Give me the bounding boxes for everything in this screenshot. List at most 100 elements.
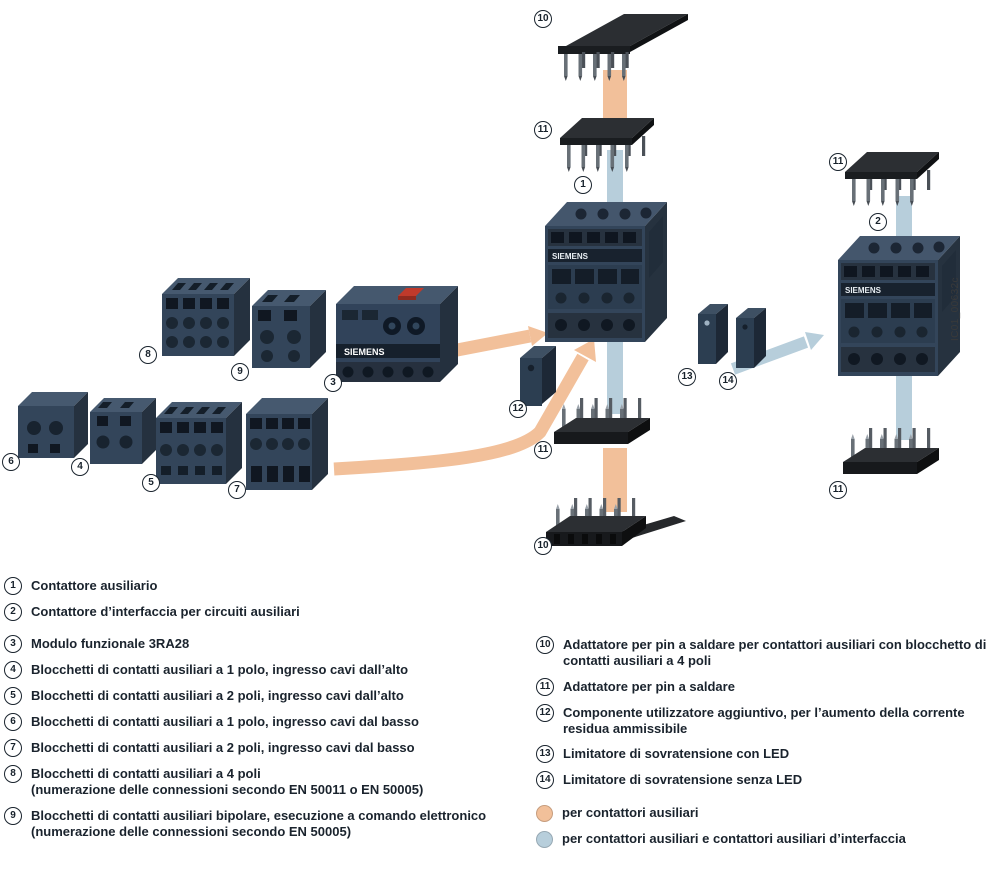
callout-4: 4	[71, 458, 89, 476]
legend-text-2: Contattore d’interfaccia per circuiti au…	[31, 604, 300, 620]
callout-10-bottom: 10	[534, 537, 552, 555]
connection-bands	[603, 70, 912, 512]
callout-1: 1	[574, 176, 592, 194]
peach-arrow-upper	[450, 329, 532, 358]
legend-line: Modulo funzionale 3RA28	[31, 636, 190, 651]
callout-10-top: 10	[534, 10, 552, 28]
legend-badge-7: 7	[4, 739, 22, 757]
legend-badge-8: 8	[4, 765, 22, 783]
legend-item-11: 11 Adattatore per pin a saldare	[536, 677, 996, 696]
callout-11-right-bot: 11	[829, 481, 847, 499]
legend-line: Blocchetti di contatti ausiliari bipolar…	[31, 807, 487, 823]
legend-text-3: Modulo funzionale 3RA28	[31, 636, 189, 652]
aux-contact-block-2pole-top	[156, 402, 242, 484]
legend-line: Limitatore di sovratensione con LED	[563, 746, 790, 761]
figure-code: IC01_00632c	[950, 277, 961, 341]
legend-text-11: Adattatore per pin a saldare	[563, 679, 735, 695]
legend-badge-11: 11	[536, 677, 554, 696]
legend-badge-3: 3	[4, 635, 22, 653]
brand-label: SIEMENS	[344, 347, 385, 357]
legend-swatch-blue: per contattori ausiliari e contattori au…	[536, 831, 996, 848]
legend-badge-14: 14	[536, 771, 554, 789]
legend-text-12: Componente utilizzatore aggiuntivo, per …	[563, 705, 996, 738]
peach-color-swatch	[536, 805, 553, 822]
solder-pin-adapter-top-right	[845, 152, 939, 206]
legend-badge-4: 4	[4, 661, 22, 679]
interface-contactor-2	[838, 236, 960, 376]
callout-9: 9	[231, 363, 249, 381]
legend-item-3: 3 Modulo funzionale 3RA28	[4, 635, 532, 653]
aux-contact-block-2pole-bottom	[246, 398, 328, 490]
blue-color-swatch	[536, 831, 553, 848]
legend-right-column: 10 Adattatore per pin a saldare per cont…	[536, 636, 996, 857]
legend-badge-9: 9	[4, 806, 22, 825]
legend-line: Contattore d’interfaccia per circuiti au…	[31, 604, 300, 619]
aux-contact-block-1pole-bottom	[18, 392, 88, 458]
diagram-canvas: SIEMENS	[18, 14, 960, 546]
legend-line: Adattatore per pin a saldare per contatt…	[563, 637, 987, 669]
legend-item-12: 12 Componente utilizzatore aggiuntivo, p…	[536, 703, 996, 738]
legend-line: Limitatore di sovratensione senza LED	[563, 772, 803, 787]
surge-suppressor-no-led	[736, 308, 766, 368]
peach-arrow-lower	[333, 353, 589, 476]
legend-text-5: Blocchetti di contatti ausiliari a 2 pol…	[31, 688, 404, 704]
callout-11-lower: 11	[534, 441, 552, 459]
legend-badge-2: 2	[4, 603, 22, 621]
callout-13: 13	[678, 368, 696, 386]
legend-item-5: 5 Blocchetti di contatti ausiliari a 2 p…	[4, 687, 532, 705]
callout-8: 8	[139, 346, 157, 364]
legend-line: per contattori ausiliari e contattori au…	[562, 831, 906, 846]
legend-line: per contattori ausiliari	[562, 805, 699, 820]
legend-badge-6: 6	[4, 713, 22, 731]
legend-item-8: 8 Blocchetti di contatti ausiliari a 4 p…	[4, 765, 532, 799]
callout-7: 7	[228, 481, 246, 499]
legend-badge-1: 1	[4, 577, 22, 595]
callout-11-upper: 11	[534, 121, 552, 139]
legend-item-9: 9 Blocchetti di contatti ausiliari bipol…	[4, 806, 532, 841]
exploded-view-diagram: SIEMENS	[2, 10, 961, 555]
additional-load-component	[520, 346, 556, 406]
legend-line: Blocchetti di contatti ausiliari a 2 pol…	[31, 740, 415, 755]
solder-pin-adapter-bottom-center	[554, 398, 650, 444]
callout-5: 5	[142, 474, 160, 492]
auxiliary-contactor-1	[545, 202, 667, 342]
callout-11-right-top: 11	[829, 153, 847, 171]
legend-text-13: Limitatore di sovratensione con LED	[563, 746, 789, 762]
legend-text-8: Blocchetti di contatti ausiliari a 4 pol…	[31, 766, 423, 799]
solder-pin-adapter-4pole-top	[558, 14, 688, 81]
aux-contact-block-4pole	[162, 278, 250, 356]
legend-text-9: Blocchetti di contatti ausiliari bipolar…	[31, 808, 486, 841]
legend-subline: (numerazione delle connessioni secondo E…	[31, 782, 424, 798]
legend-item-1: 1 Contattore ausiliario	[4, 577, 532, 595]
swatch-text-blue: per contattori ausiliari e contattori au…	[562, 831, 906, 847]
legend-left-column: 1 Contattore ausiliario 2 Contattore d’i…	[4, 577, 532, 849]
legend-item-13: 13 Limitatore di sovratensione con LED	[536, 745, 996, 763]
surge-suppressor-led	[698, 304, 728, 364]
callout-3: 3	[324, 374, 342, 392]
legend-text-6: Blocchetti di contatti ausiliari a 1 pol…	[31, 714, 419, 730]
legend-swatch-peach: per contattori ausiliari	[536, 805, 996, 822]
legend-line: Componente utilizzatore aggiuntivo, per …	[563, 704, 965, 736]
legend-badge-12: 12	[536, 703, 554, 722]
callout-2: 2	[869, 213, 887, 231]
aux-contact-block-1pole-top	[90, 398, 156, 464]
legend-item-14: 14 Limitatore di sovratensione senza LED	[536, 771, 996, 789]
legend-item-4: 4 Blocchetti di contatti ausiliari a 1 p…	[4, 661, 532, 679]
legend-text-7: Blocchetti di contatti ausiliari a 2 pol…	[31, 740, 415, 756]
legend-item-2: 2 Contattore d’interfaccia per circuiti …	[4, 603, 532, 621]
legend-text-1: Contattore ausiliario	[31, 578, 157, 594]
solder-pin-adapter-bottom-right	[843, 428, 939, 474]
legend-line: Blocchetti di contatti ausiliari a 2 pol…	[31, 688, 404, 703]
legend-item-7: 7 Blocchetti di contatti ausiliari a 2 p…	[4, 739, 532, 757]
legend-subline: (numerazione delle connessioni secondo E…	[31, 823, 352, 839]
callout-6: 6	[2, 453, 20, 471]
legend-badge-10: 10	[536, 636, 554, 654]
callout-12: 12	[509, 400, 527, 418]
legend-line: Adattatore per pin a saldare	[563, 678, 735, 694]
legend-line: Blocchetti di contatti ausiliari a 1 pol…	[31, 662, 409, 677]
legend-text-4: Blocchetti di contatti ausiliari a 1 pol…	[31, 662, 408, 678]
callout-14: 14	[719, 372, 737, 390]
legend-text-14: Limitatore di sovratensione senza LED	[563, 772, 802, 788]
legend-item-10: 10 Adattatore per pin a saldare per cont…	[536, 636, 996, 670]
legend-line: Blocchetti di contatti ausiliari a 1 pol…	[31, 714, 419, 729]
